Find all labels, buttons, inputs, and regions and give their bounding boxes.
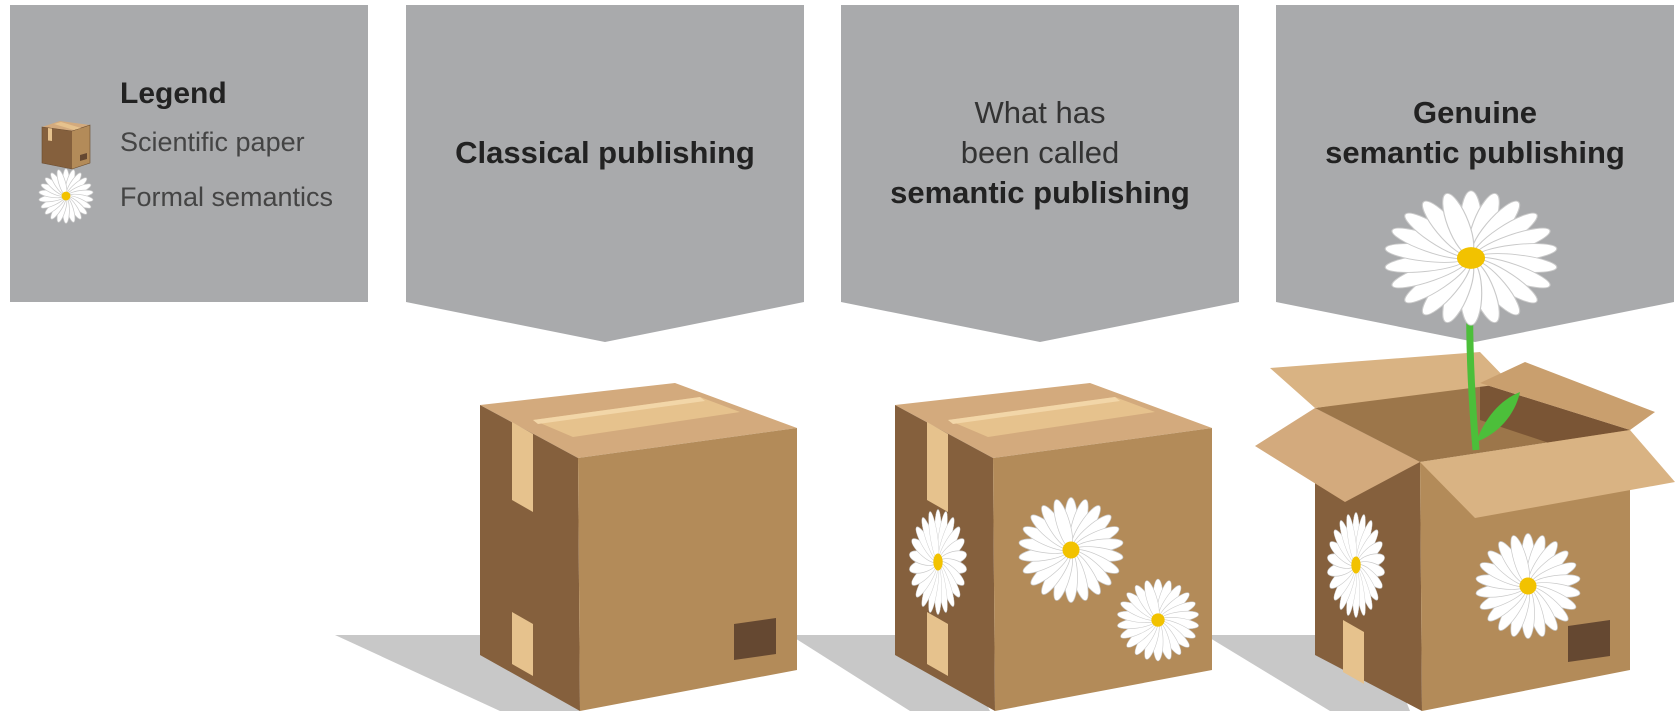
daisy-icon xyxy=(1384,191,1559,325)
closed-box-classical xyxy=(480,383,797,711)
